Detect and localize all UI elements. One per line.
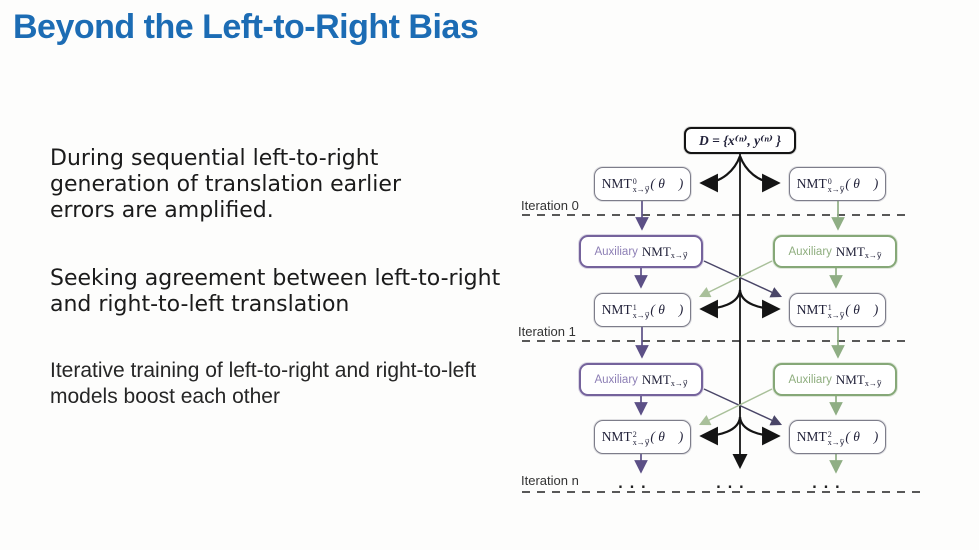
bullet-seeking-agreement: Seeking agreement between left-to-right … xyxy=(50,266,501,317)
model-params: ( θ⃗ ) xyxy=(650,429,684,444)
model-name: NMT xyxy=(601,176,632,191)
model-sup: 2 xyxy=(632,429,637,439)
dataset-box: D = {x⁽ⁿ⁾, y⁽ⁿ⁾ } xyxy=(684,127,796,154)
iteration-1-label: Iteration 1 xyxy=(518,324,576,339)
model-name: NMT xyxy=(796,302,827,317)
model-sub: x→y⃗ xyxy=(670,379,688,388)
bullet-iterative-training: Iterative training of left-to-right and … xyxy=(50,359,477,408)
model-sub: x→y⃖ xyxy=(827,438,845,447)
continuation-dots-right: . . . xyxy=(812,477,841,492)
auxiliary-label: Auxiliary xyxy=(788,373,832,386)
cross-agreement-arrows xyxy=(698,260,783,426)
continuation-dots-center: . . . xyxy=(716,477,745,492)
model-sub: x→y⃖ xyxy=(827,185,845,194)
model-sup: 0 xyxy=(827,176,832,186)
model-name: NMT xyxy=(796,176,827,191)
model-params: ( θ⃗ ) xyxy=(650,176,684,191)
model-name: NMT xyxy=(601,429,632,444)
model-name: NMT xyxy=(835,243,865,259)
slide-title: Beyond the Left-to-Right Bias xyxy=(13,8,479,46)
ltr-chain-arrows xyxy=(634,201,649,474)
model-sup: 0 xyxy=(632,176,637,186)
model-params: ( θ⃖ ) xyxy=(845,429,879,444)
model-name: NMT xyxy=(641,371,671,387)
model-params: ( θ⃖ ) xyxy=(845,302,879,317)
model-name: NMT xyxy=(641,243,671,259)
model-sub: x→y⃗ xyxy=(632,438,650,447)
model-name: NMT xyxy=(796,429,827,444)
model-params: ( θ⃖ ) xyxy=(845,176,879,191)
model-sub: x→y⃗ xyxy=(632,311,650,320)
auxiliary-label: Auxiliary xyxy=(594,245,638,258)
model-sup: 2 xyxy=(827,429,832,439)
model-sub: x→y⃖ xyxy=(864,379,882,388)
model-sub: x→y⃗ xyxy=(632,185,650,194)
model-sub: x→y⃗ xyxy=(670,251,688,260)
rtl-chain-arrows xyxy=(829,201,845,474)
iteration-n-label: Iteration n xyxy=(521,473,579,488)
auxiliary-label: Auxiliary xyxy=(788,245,832,258)
auxiliary-label: Auxiliary xyxy=(594,373,638,386)
model-sub: x→y⃖ xyxy=(864,251,882,260)
model-name: NMT xyxy=(601,302,632,317)
model-sup: 1 xyxy=(827,302,832,312)
model-name: NMT xyxy=(835,371,865,387)
iteration-divider-lines xyxy=(522,214,922,493)
continuation-dots-left: . . . xyxy=(618,477,647,492)
model-sup: 1 xyxy=(632,302,637,312)
model-sub: x→y⃖ xyxy=(827,311,845,320)
iteration-0-label: Iteration 0 xyxy=(521,198,579,213)
bullet-errors-amplified: During sequential left-to-right generati… xyxy=(50,146,401,223)
model-params: ( θ⃗ ) xyxy=(650,302,684,317)
data-feed-arrows xyxy=(699,155,781,446)
